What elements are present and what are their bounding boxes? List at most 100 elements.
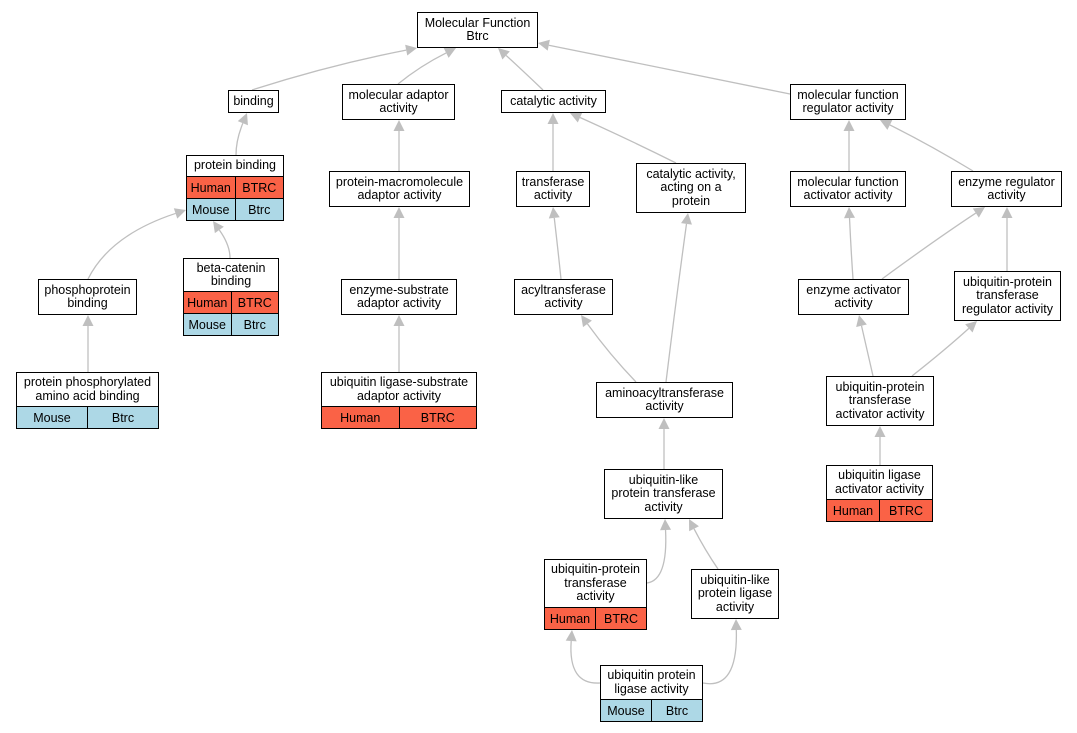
gene-cell: Btrc bbox=[651, 700, 702, 721]
arrowhead bbox=[843, 120, 855, 131]
node-protein-phosphorylated-amino-acid-binding: protein phosphorylated amino acid bindin… bbox=[16, 372, 159, 429]
edge-enzyme-activator-activity-to-enzyme-regulator-activity bbox=[881, 212, 977, 280]
arrowhead bbox=[570, 112, 583, 123]
node-protein-macromolecule-adaptor-activity: protein-macromolecule adaptor activity bbox=[329, 171, 470, 207]
gene-cell: Btrc bbox=[87, 407, 158, 428]
node-label: aminoacyltransferase activity bbox=[605, 385, 724, 413]
arrowhead bbox=[237, 113, 248, 126]
arrowhead bbox=[856, 315, 867, 327]
node-phosphoprotein-binding: phosphoprotein binding bbox=[38, 279, 137, 315]
species-cell: Human bbox=[190, 180, 231, 195]
node-molecular-function-regulator-activity: molecular function regulator activity bbox=[790, 84, 906, 120]
node-root: Molecular Function Btrc bbox=[417, 12, 538, 48]
edge-enzyme-activator-activity-to-molecular-function-activator-activity bbox=[848, 217, 854, 280]
arrowhead bbox=[547, 113, 559, 124]
edge-ubiquitin-protein-transferase-activator-activity-to-enzyme-activator-activity bbox=[860, 325, 874, 377]
species-cell: Human bbox=[187, 295, 228, 310]
node-label: protein-macromolecule adaptor activity bbox=[335, 174, 464, 202]
node-ubiquitin-protein-transferase-regulator-activity: ubiquitin-protein transferase regulator … bbox=[954, 271, 1061, 321]
edge-ubiquitin-protein-ligase-activity-to-ubiquitin-protein-transferase-activity bbox=[570, 640, 601, 684]
arrowhead bbox=[213, 221, 224, 234]
edge-ubiquitin-protein-transferase-activity-to-ubiquitin-like-protein-transferase-activity bbox=[646, 529, 667, 584]
arrowhead bbox=[405, 44, 417, 56]
gene-cell: Btrc bbox=[230, 314, 279, 335]
species-cell: Human bbox=[340, 410, 381, 425]
arrowhead bbox=[730, 619, 742, 631]
node-label: molecular function activator activity bbox=[797, 174, 899, 202]
node-label: ubiquitin ligase activator activity bbox=[835, 468, 924, 496]
arrowhead bbox=[393, 207, 405, 218]
node-label: ubiquitin-protein transferase regulator … bbox=[961, 274, 1053, 316]
node-ubiquitin-ligase-substrate-adaptor-activity: ubiquitin ligase-substrate adaptor activ… bbox=[321, 372, 477, 429]
node-label: catalytic activity, acting on a protein bbox=[646, 166, 736, 208]
arrowhead bbox=[681, 213, 692, 225]
edge-molecular-function-regulator-activity-to-root bbox=[548, 44, 791, 95]
node-label: phosphoprotein binding bbox=[44, 282, 131, 310]
species-cell: Mouse bbox=[33, 410, 71, 425]
node-label: protein binding bbox=[193, 158, 276, 173]
edge-beta-catenin-binding-to-protein-binding bbox=[218, 229, 231, 259]
node-catalytic-activity: catalytic activity bbox=[501, 90, 606, 113]
arrowhead bbox=[538, 39, 550, 51]
node-label: transferase activity bbox=[521, 174, 585, 202]
node-label: ubiquitin protein ligase activity bbox=[607, 668, 696, 696]
node-ubiquitin-like-protein-transferase-activity: ubiquitin-like protein transferase activ… bbox=[604, 469, 723, 519]
arrowhead bbox=[581, 315, 592, 328]
node-label: Molecular Function Btrc bbox=[424, 15, 531, 43]
edge-catalytic-activity-to-root bbox=[505, 54, 544, 91]
arrowhead bbox=[548, 207, 560, 219]
node-label: ubiquitin ligase-substrate adaptor activ… bbox=[329, 375, 469, 403]
arrowhead bbox=[498, 48, 510, 60]
edge-phosphoprotein-binding-to-protein-binding bbox=[87, 212, 176, 280]
gene-cell: BTRC bbox=[398, 407, 477, 428]
arrowhead bbox=[658, 418, 670, 429]
edge-protein-binding-to-binding bbox=[235, 122, 244, 156]
arrowhead bbox=[660, 519, 672, 531]
node-label: ubiquitin-like protein ligase activity bbox=[697, 572, 773, 614]
arrowhead bbox=[393, 120, 405, 131]
node-molecular-adaptor-activity: molecular adaptor activity bbox=[342, 84, 455, 120]
edge-molecular-adaptor-activity-to-root bbox=[397, 52, 447, 85]
node-label: molecular function regulator activity bbox=[797, 87, 899, 115]
gene-cell: BTRC bbox=[230, 292, 279, 313]
node-label: ubiquitin-like protein transferase activ… bbox=[611, 472, 716, 514]
arrowhead bbox=[880, 120, 893, 130]
arrowhead bbox=[972, 207, 985, 218]
edge-enzyme-regulator-activity-to-molecular-function-regulator-activity bbox=[889, 124, 974, 172]
node-enzyme-regulator-activity: enzyme regulator activity bbox=[951, 171, 1062, 207]
node-ubiquitin-like-protein-ligase-activity: ubiquitin-like protein ligase activity bbox=[691, 569, 779, 619]
node-enzyme-substrate-adaptor-activity: enzyme-substrate adaptor activity bbox=[341, 279, 457, 315]
species-cell: Human bbox=[549, 611, 591, 626]
node-transferase-activity: transferase activity bbox=[516, 171, 590, 207]
node-catalytic-activity-acting-on-a-protein: catalytic activity, acting on a protein bbox=[636, 163, 746, 213]
arrowhead bbox=[965, 321, 977, 333]
node-label: acyltransferase activity bbox=[521, 282, 606, 310]
arrowhead bbox=[565, 630, 577, 642]
species-cell: Mouse bbox=[191, 202, 230, 217]
edge-binding-to-root bbox=[251, 49, 407, 91]
edge-ubiquitin-protein-ligase-activity-to-ubiquitin-like-protein-ligase-activity bbox=[702, 629, 737, 685]
arrowhead bbox=[173, 208, 186, 219]
node-enzyme-activator-activity: enzyme activator activity bbox=[798, 279, 909, 315]
annotation-row: Human BTRC bbox=[322, 406, 476, 428]
arrowhead bbox=[844, 207, 856, 219]
edge-ubiquitin-protein-transferase-activator-activity-to-ubiquitin-protein-transferase-regulator-activity bbox=[911, 327, 970, 377]
node-acyltransferase-activity: acyltransferase activity bbox=[514, 279, 613, 315]
edge-catalytic-activity-acting-on-a-protein-to-catalytic-activity bbox=[579, 116, 677, 164]
annotation-row: Mouse Btrc bbox=[17, 406, 158, 428]
edge-aminoacyltransferase-activity-to-catalytic-activity-acting-on-a-protein bbox=[665, 223, 688, 383]
arrowhead bbox=[874, 426, 886, 437]
node-molecular-function-activator-activity: molecular function activator activity bbox=[790, 171, 906, 207]
species-cell: Mouse bbox=[188, 317, 227, 332]
gene-cell: BTRC bbox=[879, 500, 932, 521]
arrowhead bbox=[1001, 207, 1013, 218]
edge-acyltransferase-activity-to-transferase-activity bbox=[553, 217, 562, 280]
